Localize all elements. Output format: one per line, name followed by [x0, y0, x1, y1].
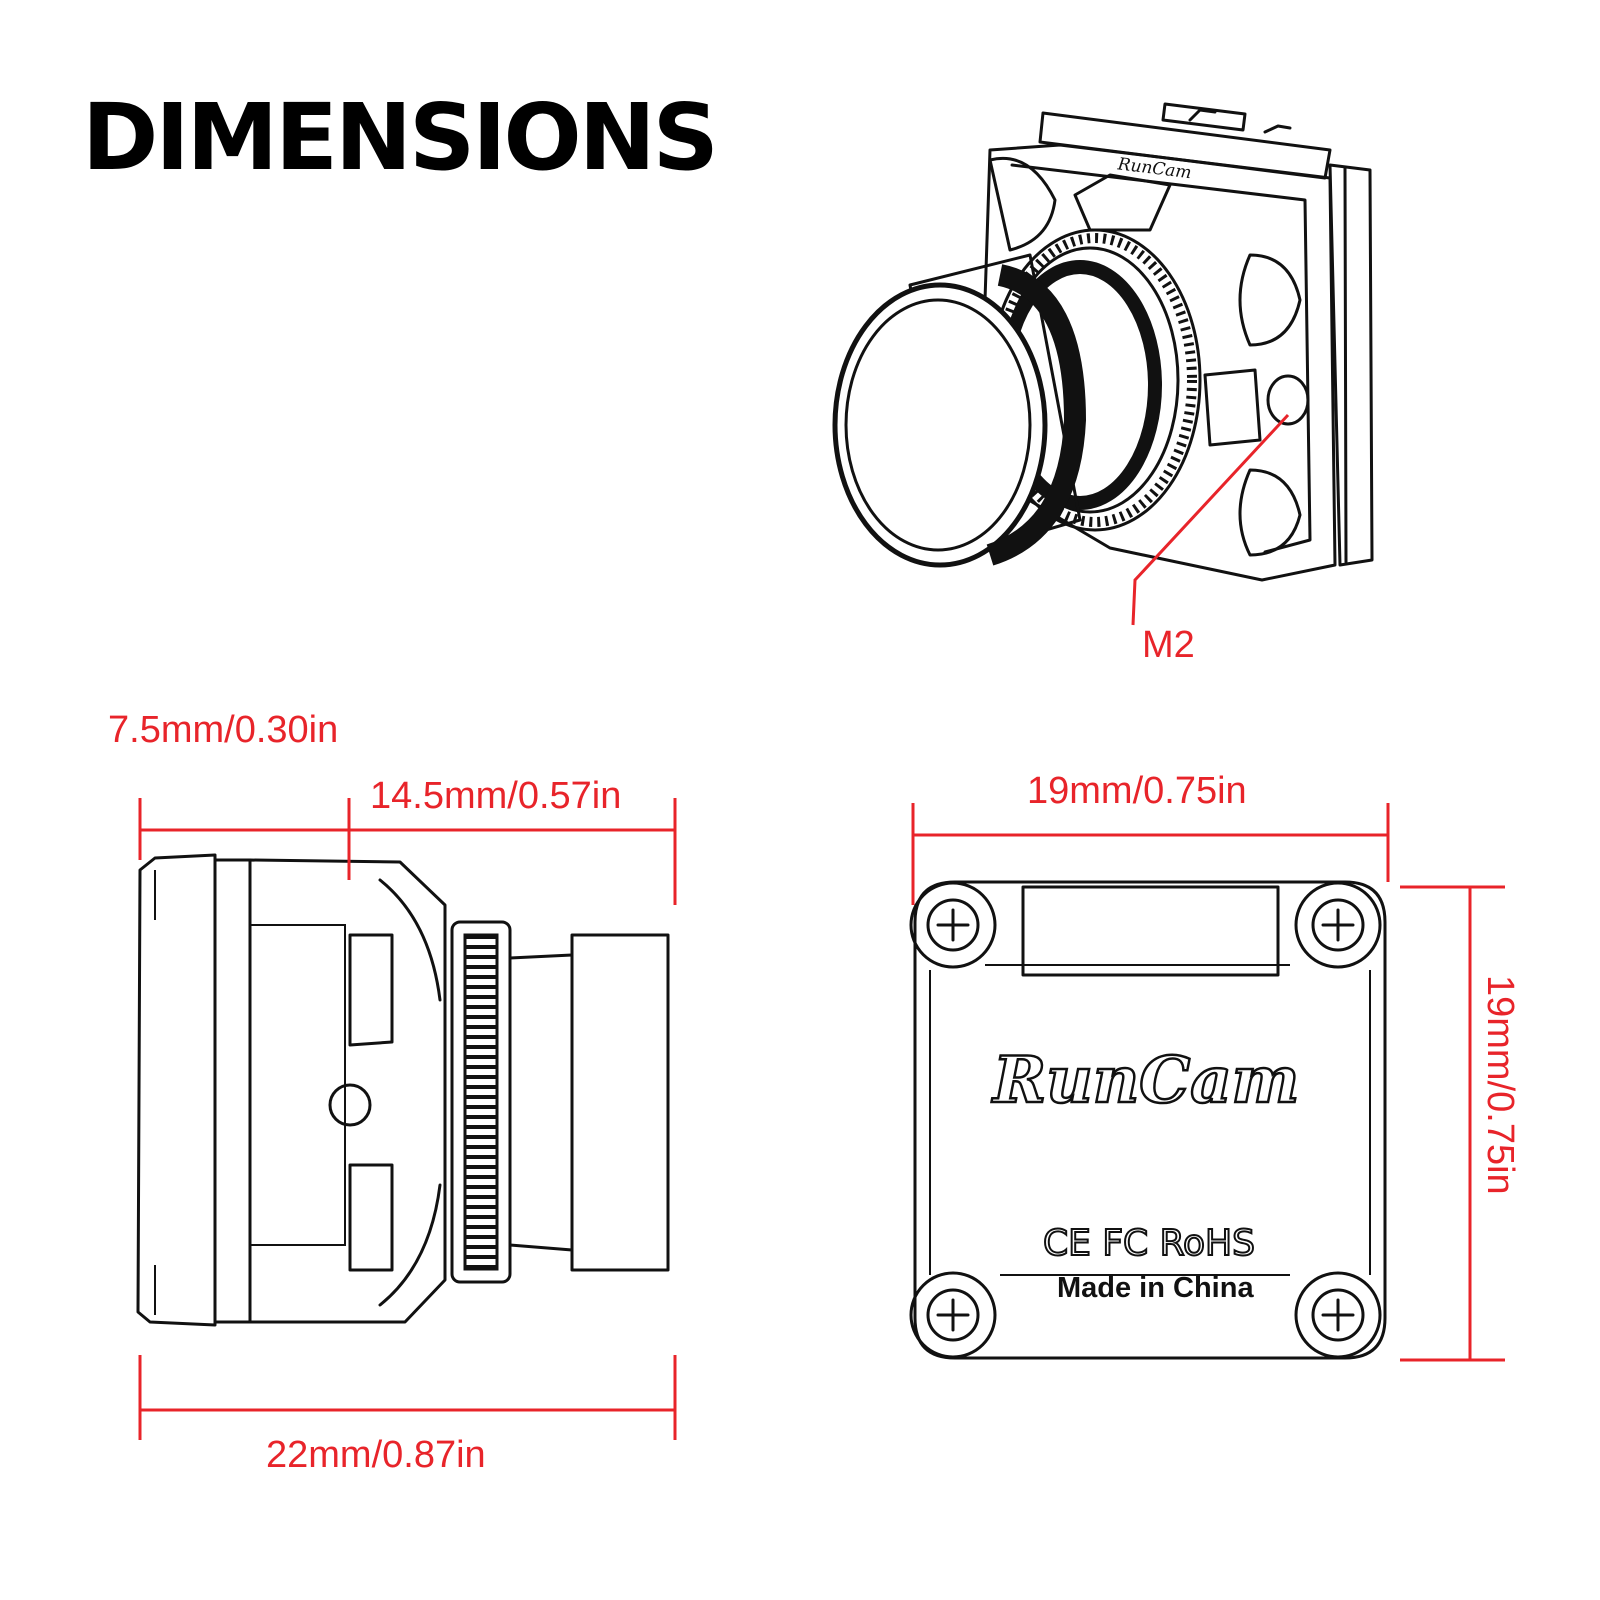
dim-back-width: 19mm/0.75in	[1027, 770, 1247, 812]
back-origin-text: Made in China	[1057, 1272, 1254, 1304]
page-title: DIMENSIONS	[82, 84, 719, 191]
side-lens	[570, 933, 670, 1272]
iso-lens	[832, 253, 1087, 568]
back-dimension-lines	[911, 803, 1505, 1362]
dim-lens-segment: 14.5mm/0.57in	[370, 775, 621, 817]
iso-back-plate	[1328, 163, 1374, 567]
screw-bottom-left-icon	[909, 1271, 997, 1359]
side-mount-hole	[328, 1083, 372, 1127]
back-connector	[1021, 885, 1280, 977]
back-cert-marks: CE FC RoHS	[1043, 1223, 1255, 1264]
dim-total-length: 22mm/0.87in	[266, 1434, 486, 1476]
dim-front-segment: 7.5mm/0.30in	[108, 709, 338, 751]
screw-top-left-icon	[909, 881, 997, 969]
side-housing	[248, 858, 447, 1324]
back-brand-logo: RunCam	[991, 1043, 1299, 1118]
side-dimension-lines	[138, 798, 677, 1440]
m2-callout-label: M2	[1142, 624, 1195, 666]
dim-back-height: 19mm/0.75in	[1479, 975, 1521, 1195]
screw-top-right-icon	[1294, 881, 1382, 969]
screw-bottom-right-icon	[1294, 1271, 1382, 1359]
side-camera-view: 7.5mm/0.30in 14.5mm/0.57in 22mm/0.87in	[108, 709, 677, 1476]
isometric-camera-view: RunCam M2	[832, 102, 1374, 666]
back-camera-view: RunCam CE FC RoHS Made in China 19mm/0.7…	[909, 770, 1521, 1362]
side-focus-ring	[450, 920, 512, 1284]
m2-callout-line	[1131, 413, 1290, 626]
